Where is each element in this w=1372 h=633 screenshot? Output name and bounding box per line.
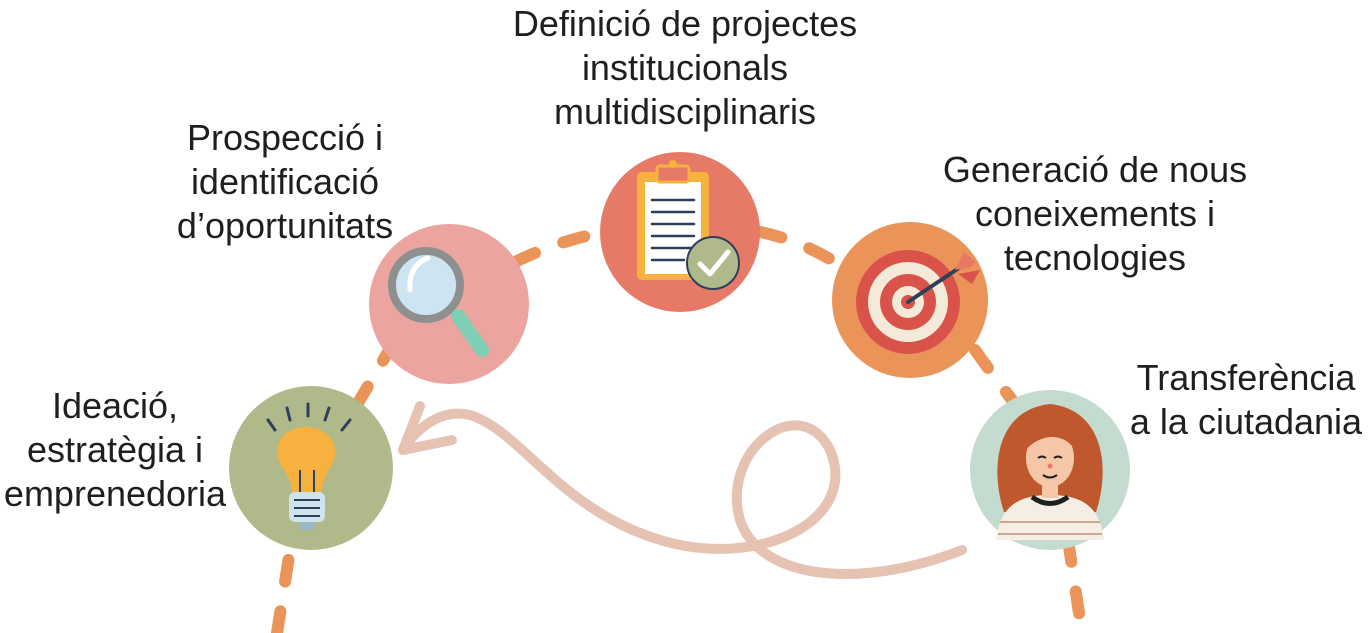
label-line: tecnologies: [1003, 237, 1187, 278]
label-line: d’oportunitats: [176, 205, 394, 246]
label-line: coneixements i: [974, 193, 1216, 234]
magnifying-glass-icon: [388, 247, 489, 357]
return-arrow: [398, 401, 967, 579]
step-ideation-node: [229, 386, 393, 550]
label-line: Generació de nous: [942, 149, 1248, 190]
lightbulb-icon: [266, 402, 352, 530]
label-projects: Definició de projectes institucionals mu…: [500, 2, 870, 134]
label-line: Definició de projectes: [512, 3, 858, 44]
label-line: Ideació,: [51, 385, 179, 426]
label-knowledge: Generació de nous coneixements i tecnolo…: [930, 148, 1260, 280]
step-transfer-node: [970, 390, 1130, 550]
label-line: a la ciutadania: [1129, 401, 1363, 442]
label-ideation: Ideació, estratègia i emprenedoria: [0, 384, 230, 516]
label-line: identificació: [190, 161, 380, 202]
step-knowledge-node: [832, 222, 988, 378]
step-projects-node: [600, 152, 760, 312]
label-line: Transferència: [1136, 357, 1356, 398]
label-prospecting: Prospecció i identificació d’oportunitat…: [170, 116, 400, 248]
label-line: emprenedoria: [3, 473, 227, 514]
person-icon: [996, 404, 1104, 540]
target-arrow-icon: [856, 250, 980, 354]
label-line: estratègia i: [26, 429, 204, 470]
step-prospecting-node: [369, 224, 529, 384]
label-line: multidisciplinaris: [553, 91, 817, 132]
label-line: institucionals: [581, 47, 789, 88]
label-transfer: Transferència a la ciutadania: [1120, 356, 1372, 444]
label-line: Prospecció i: [186, 117, 384, 158]
clipboard-check-icon: [637, 160, 740, 290]
